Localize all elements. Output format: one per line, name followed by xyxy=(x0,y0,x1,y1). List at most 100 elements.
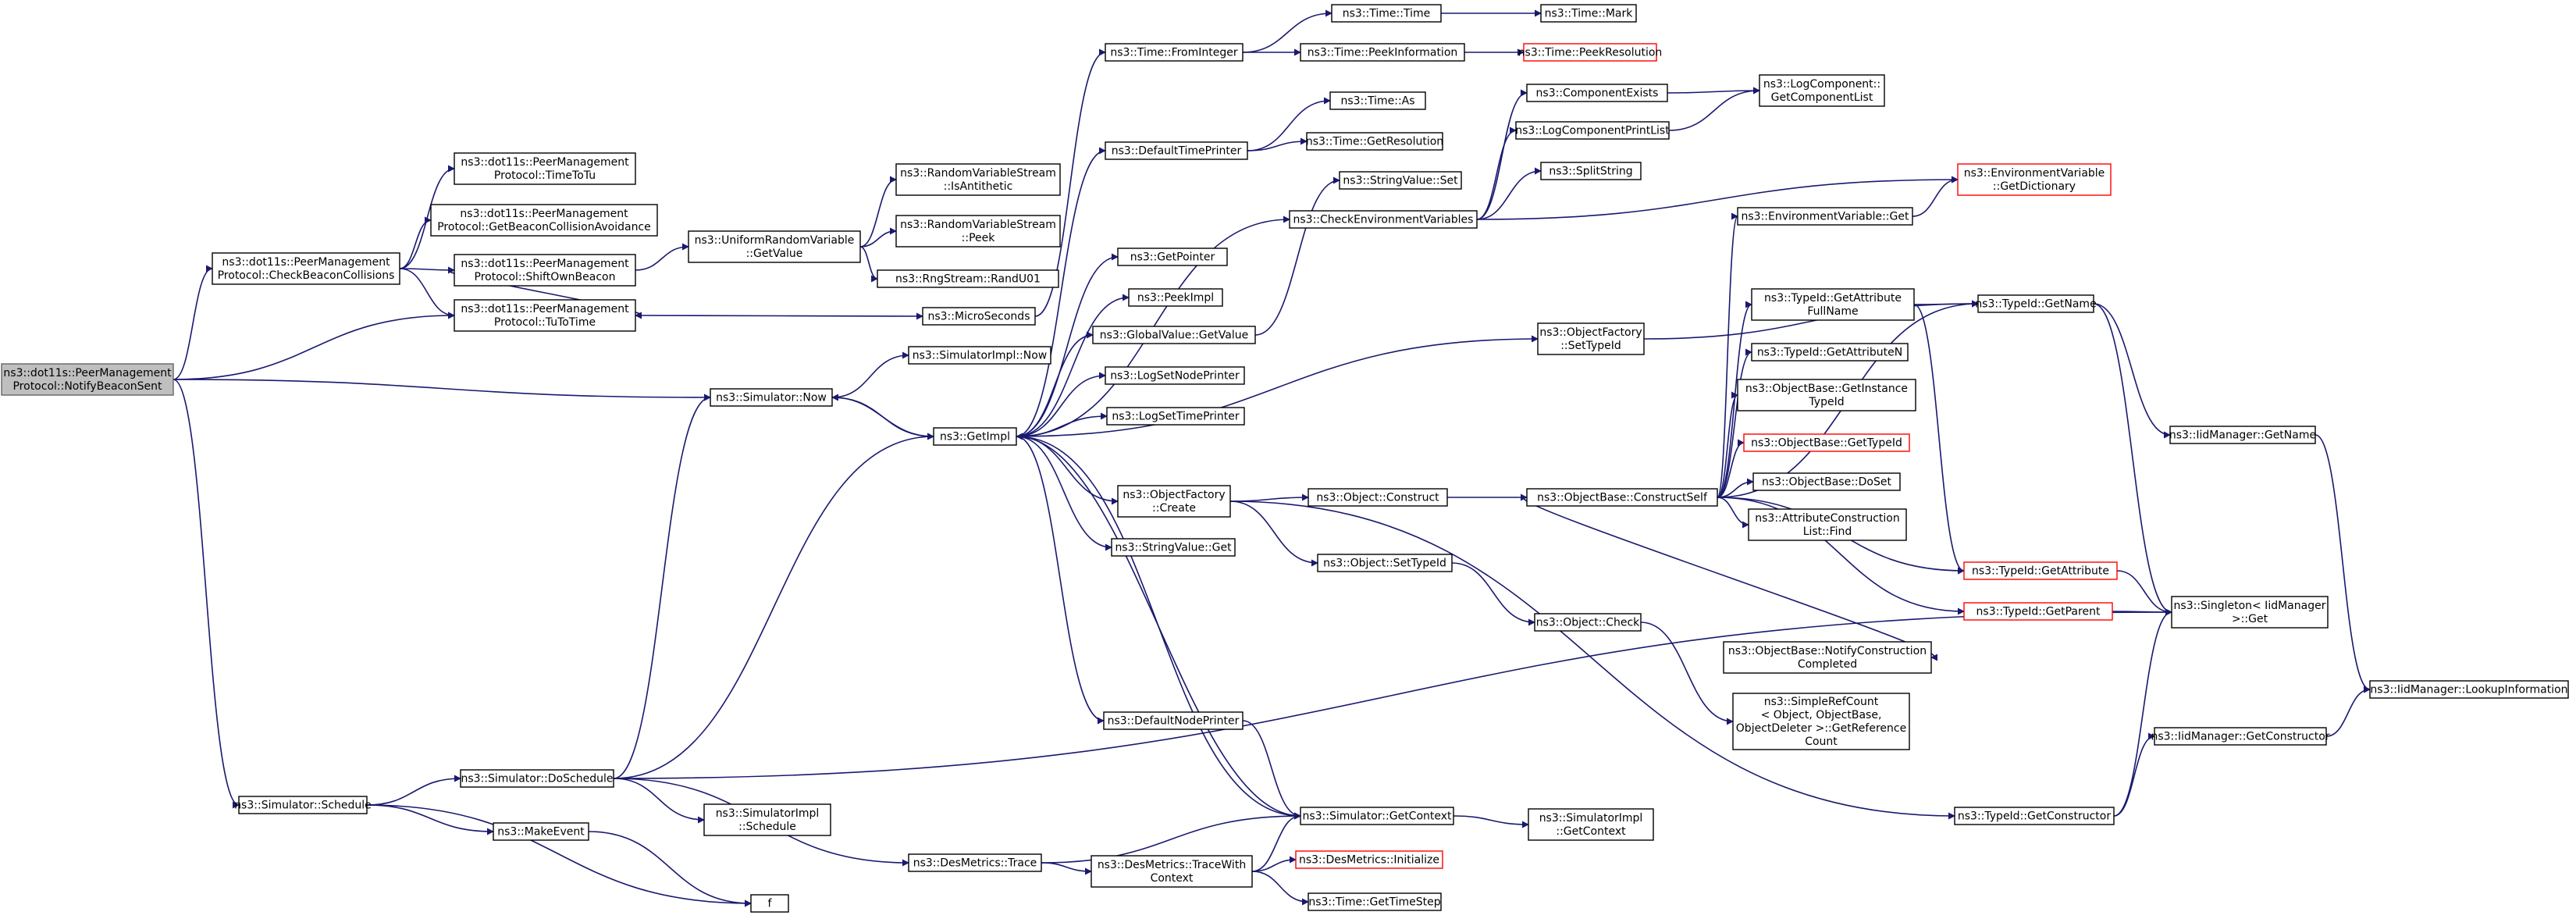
node-box xyxy=(1,363,174,396)
node-box xyxy=(1751,288,1915,321)
node-checkbeacon[interactable]: ns3::dot11s::PeerManagementProtocol::Che… xyxy=(212,252,400,285)
node-box xyxy=(2171,596,2329,629)
edge-simschedule-to-makeevent xyxy=(366,804,494,835)
node-simdoschedule[interactable]: ns3::Simulator::DoSchedule xyxy=(460,769,614,788)
node-label: ns3::Time::Time xyxy=(1343,8,1430,20)
node-lognodeprinter[interactable]: ns3::LogSetNodePrinter xyxy=(1105,366,1245,385)
node-box xyxy=(1308,892,1442,911)
node-peekres[interactable]: ns3::Time::PeekResolution xyxy=(1518,43,1663,62)
node-label: ::Create xyxy=(1152,502,1196,515)
node-desmetricstrace[interactable]: ns3::DesMetrics::Trace xyxy=(908,853,1042,872)
node-randu01[interactable]: ns3::RngStream::RandU01 xyxy=(877,269,1059,288)
node-objcheck[interactable]: ns3::Object::Check xyxy=(1534,613,1642,632)
node-label: Completed xyxy=(1798,658,1857,671)
node-box xyxy=(908,853,1042,872)
node-obdoset[interactable]: ns3::ObjectBase::DoSet xyxy=(1752,472,1901,491)
node-envgetdict[interactable]: ns3::EnvironmentVariable::GetDictionary xyxy=(1957,163,2112,196)
node-typeidgetname[interactable]: ns3::TypeId::GetName xyxy=(1975,294,2097,313)
node-implgetcontext[interactable]: ns3::SimulatorImpl::GetContext xyxy=(1528,808,1654,841)
node-label: < Object, ObjectBase, xyxy=(1761,709,1882,721)
node-timeas[interactable]: ns3::Time::As xyxy=(1329,91,1426,110)
node-simimplschedule[interactable]: ns3::SimulatorImpl::Schedule xyxy=(703,803,831,836)
node-splitstring[interactable]: ns3::SplitString xyxy=(1540,162,1642,180)
node-checkenv[interactable]: ns3::CheckEnvironmentVariables xyxy=(1289,210,1478,229)
node-f[interactable]: f xyxy=(750,894,789,913)
node-stringget[interactable]: ns3::StringValue::Get xyxy=(1111,538,1236,557)
node-typeidgetctor[interactable]: ns3::TypeId::GetConstructor xyxy=(1954,807,2115,825)
node-gettimestep[interactable]: ns3::Time::GetTimeStep xyxy=(1308,892,1442,911)
node-objconstruct[interactable]: ns3::Object::Construct xyxy=(1308,488,1448,507)
node-getcomplist[interactable]: ns3::LogComponent::GetComponentList xyxy=(1759,74,1885,107)
node-box xyxy=(1751,343,1909,362)
node-objsettypeid[interactable]: ns3::Object::SetTypeId xyxy=(1317,554,1453,572)
node-getbeaconcoll[interactable]: ns3::dot11s::PeerManagementProtocol::Get… xyxy=(430,204,658,237)
node-frominteger[interactable]: ns3::Time::FromInteger xyxy=(1105,43,1244,62)
node-notifyconstr[interactable]: ns3::ObjectBase::NotifyConstructionCompl… xyxy=(1723,641,1932,674)
node-typeidgetparent[interactable]: ns3::TypeId::GetParent xyxy=(1963,602,2113,621)
node-typeidattrn[interactable]: ns3::TypeId::GetAttributeN xyxy=(1751,343,1909,362)
node-stringset[interactable]: ns3::StringValue::Set xyxy=(1339,171,1462,190)
node-shiftbeacon[interactable]: ns3::dot11s::PeerManagementProtocol::Shi… xyxy=(454,254,636,287)
node-getpointer[interactable]: ns3::GetPointer xyxy=(1117,248,1228,266)
node-compexists[interactable]: ns3::ComponentExists xyxy=(1526,84,1668,102)
node-label: ns3::LogSetNodePrinter xyxy=(1110,370,1240,383)
node-simplerefcount[interactable]: ns3::SimpleRefCount< Object, ObjectBase,… xyxy=(1732,693,1910,750)
node-label: ns3::EnvironmentVariable xyxy=(1964,167,2105,180)
node-getresolution[interactable]: ns3::Time::GetResolution xyxy=(1306,132,1443,151)
edge-simdoschedule-to-getimpl xyxy=(613,433,934,779)
node-simnow[interactable]: ns3::Simulator::Now xyxy=(710,388,833,407)
node-microsec[interactable]: ns3::MicroSeconds xyxy=(922,307,1036,326)
node-box xyxy=(1117,485,1231,518)
node-box xyxy=(430,204,658,237)
node-ofsettypeid[interactable]: ns3::ObjectFactory::SetTypeId xyxy=(1537,322,1645,355)
node-label: ns3::LogComponentPrintList xyxy=(1515,125,1670,137)
node-rvspeek[interactable]: ns3::RandomVariableStream::Peek xyxy=(895,215,1061,248)
node-iidgetname[interactable]: ns3::IidManager::GetName xyxy=(2169,426,2316,444)
node-iidgetctor[interactable]: ns3::IidManager::GetConstructor xyxy=(2151,727,2330,746)
node-box xyxy=(1331,4,1442,23)
node-logtimeprinter[interactable]: ns3::LogSetTimePrinter xyxy=(1106,407,1245,426)
node-box xyxy=(1528,808,1654,841)
node-label: ns3::GlobalValue::GetValue xyxy=(1100,329,1248,342)
node-label: ObjectDeleter >::GetReference xyxy=(1736,722,1906,735)
node-peekimpl[interactable]: ns3::PeekImpl xyxy=(1128,288,1223,307)
edge-microsec-to-frominteger xyxy=(1034,48,1106,317)
node-ofcreate[interactable]: ns3::ObjectFactory::Create xyxy=(1117,485,1231,518)
node-notify[interactable]: ns3::dot11s::PeerManagementProtocol::Not… xyxy=(1,363,174,396)
node-simgetcontext[interactable]: ns3::Simulator::GetContext xyxy=(1300,807,1454,825)
node-iidlookup[interactable]: ns3::IidManager::LookupInformation xyxy=(2369,680,2569,699)
node-obgettypeid[interactable]: ns3::ObjectBase::GetTypeId xyxy=(1743,433,1910,452)
node-box xyxy=(1317,554,1453,572)
node-getimpl[interactable]: ns3::GetImpl xyxy=(933,427,1017,446)
node-isanti[interactable]: ns3::RandomVariableStream::IsAntithetic xyxy=(895,163,1061,196)
node-desinit[interactable]: ns3::DesMetrics::Initialize xyxy=(1295,850,1443,869)
node-defnodeprinter[interactable]: ns3::DefaultNodePrinter xyxy=(1103,711,1244,730)
node-envget[interactable]: ns3::EnvironmentVariable::Get xyxy=(1737,207,1913,226)
node-timemark[interactable]: ns3::Time::Mark xyxy=(1540,4,1637,23)
node-label: ns3::SimulatorImpl xyxy=(1539,812,1643,825)
node-uniformget[interactable]: ns3::UniformRandomVariable::GetValue xyxy=(688,230,861,263)
edge-tracewithctx-to-gettimestep xyxy=(1251,871,1309,906)
node-typeidgetattr[interactable]: ns3::TypeId::GetAttribute xyxy=(1963,561,2118,580)
node-globalget[interactable]: ns3::GlobalValue::GetValue xyxy=(1092,326,1256,344)
node-box xyxy=(1737,379,1916,411)
node-label: >::Get xyxy=(2232,613,2268,625)
node-label: ::GetDictionary xyxy=(1993,180,2076,193)
node-singletonget[interactable]: ns3::Singleton< IidManager>::Get xyxy=(2171,596,2329,629)
node-timetime[interactable]: ns3::Time::Time xyxy=(1331,4,1442,23)
node-tutotime[interactable]: ns3::dot11s::PeerManagementProtocol::TuT… xyxy=(454,299,636,332)
node-timetotu[interactable]: ns3::dot11s::PeerManagementProtocol::Tim… xyxy=(454,152,636,185)
node-peekinfo[interactable]: ns3::Time::PeekInformation xyxy=(1300,43,1465,62)
node-label: ns3::RngStream::RandU01 xyxy=(895,273,1041,286)
node-deftimeprinter[interactable]: ns3::DefaultTimePrinter xyxy=(1105,141,1248,160)
node-constructself[interactable]: ns3::ObjectBase::ConstructSelf xyxy=(1526,488,1718,507)
node-logcomplist[interactable]: ns3::LogComponentPrintList xyxy=(1515,121,1670,140)
node-makeevent[interactable]: ns3::MakeEvent xyxy=(493,822,589,841)
edge-uniformget-to-randu01 xyxy=(859,246,878,283)
node-simimplnow[interactable]: ns3::SimulatorImpl::Now xyxy=(908,346,1051,365)
node-simschedule[interactable]: ns3::Simulator::Schedule xyxy=(234,796,372,814)
